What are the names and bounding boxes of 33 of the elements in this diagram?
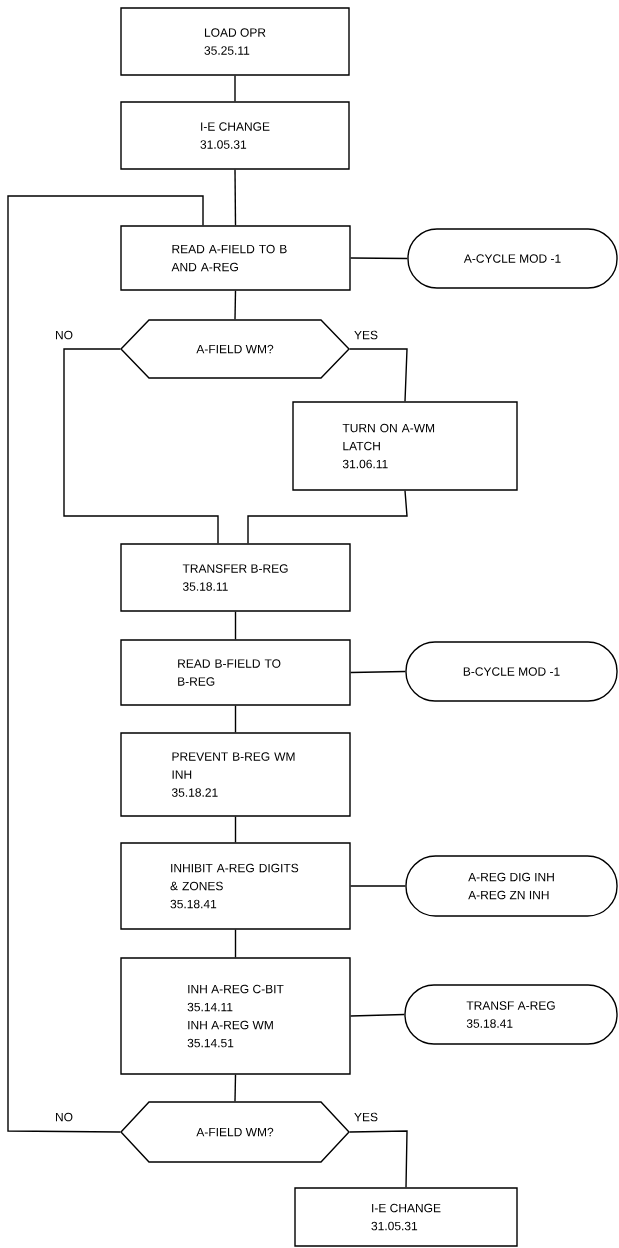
- process-box: TRANSFER B-REG 35.18.11: [120, 543, 351, 612]
- connector-line: [234, 1074, 237, 1102]
- connector-line: [350, 1013, 405, 1017]
- connector-line: [63, 348, 219, 544]
- connector-line: [350, 670, 406, 674]
- connector-line: [349, 348, 408, 402]
- process-box: PREVENT B-REG WM INH 35.18.21: [120, 732, 351, 817]
- process-box: READ B-FIELD TO B-REG: [120, 639, 351, 706]
- process-box: LOAD OPR 35.25.11: [120, 7, 350, 76]
- edge-label: NO: [54, 329, 74, 341]
- process-box: INH A-REG C-BIT 35.14.11 INH A-REG WM 35.14.51: [120, 957, 351, 1075]
- connector-line: [7, 195, 204, 1133]
- connector-line: [247, 490, 408, 544]
- connector-line: [349, 1130, 408, 1188]
- connector-line: [350, 257, 408, 260]
- connector-line: [234, 929, 237, 958]
- process-box: INHIBIT A-REG DIGITS & ZONES 35.18.41: [120, 842, 351, 930]
- connector-line: [234, 290, 237, 320]
- connector-line: [234, 75, 236, 102]
- process-box: I-E CHANGE 31.05.31: [294, 1187, 518, 1247]
- connector-line: [234, 816, 237, 843]
- connector-line: [234, 169, 237, 226]
- edge-label: YES: [353, 329, 379, 341]
- edge-label: YES: [353, 1111, 379, 1123]
- edge-label: NO: [54, 1111, 74, 1123]
- process-box: TURN ON A-WM LATCH 31.06.11: [292, 401, 518, 491]
- connector-line: [234, 705, 237, 733]
- decision-hexagon: A-FIELD WM?: [120, 319, 350, 379]
- connector-line: [234, 611, 237, 640]
- process-box: I-E CHANGE 31.05.31: [120, 101, 350, 170]
- connector-line: [350, 885, 406, 887]
- decision-hexagon: A-FIELD WM?: [120, 1101, 350, 1163]
- process-box: READ A-FIELD TO B AND A-REG: [120, 225, 351, 291]
